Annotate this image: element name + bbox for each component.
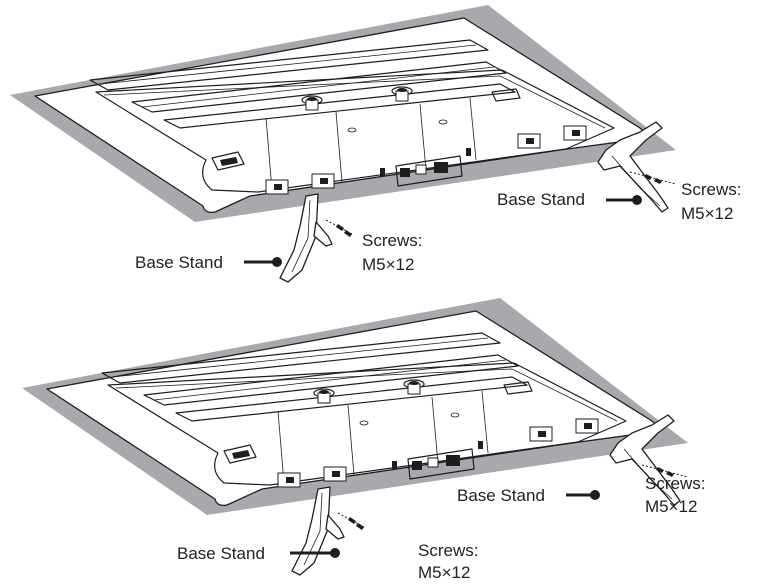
screws-left-size: M5×12: [362, 255, 414, 274]
screws-left-label: Screws:: [362, 231, 422, 250]
stand-right-label: Base Stand: [497, 190, 585, 209]
stand-right-dot: [632, 195, 642, 205]
stand-right-label-2: Base Stand: [457, 486, 545, 505]
screws-right-size: M5×12: [681, 204, 733, 223]
screws-right-size-2: M5×12: [645, 497, 697, 516]
figure-top: Base Stand Screws: M5×12 Base Stand Scre…: [9, 4, 741, 283]
stand-left-dot-2: [330, 548, 340, 558]
stand-right-dot-2: [590, 490, 600, 500]
figure-bottom: Base Stand Screws: M5×12 Base Stand Scre…: [21, 297, 705, 582]
screws-left-label-2: Screws:: [418, 541, 478, 560]
screws-left-size-2: M5×12: [418, 563, 470, 581]
stand-left-label: Base Stand: [135, 253, 223, 272]
stand-left-label-2: Base Stand: [177, 544, 265, 563]
tv-assembly-bottom: [21, 297, 689, 576]
screws-right-label-2: Screws:: [645, 474, 705, 493]
stand-left-dot: [272, 257, 282, 267]
screws-right-label: Screws:: [681, 180, 741, 199]
tv-assembly-top: [9, 4, 677, 283]
